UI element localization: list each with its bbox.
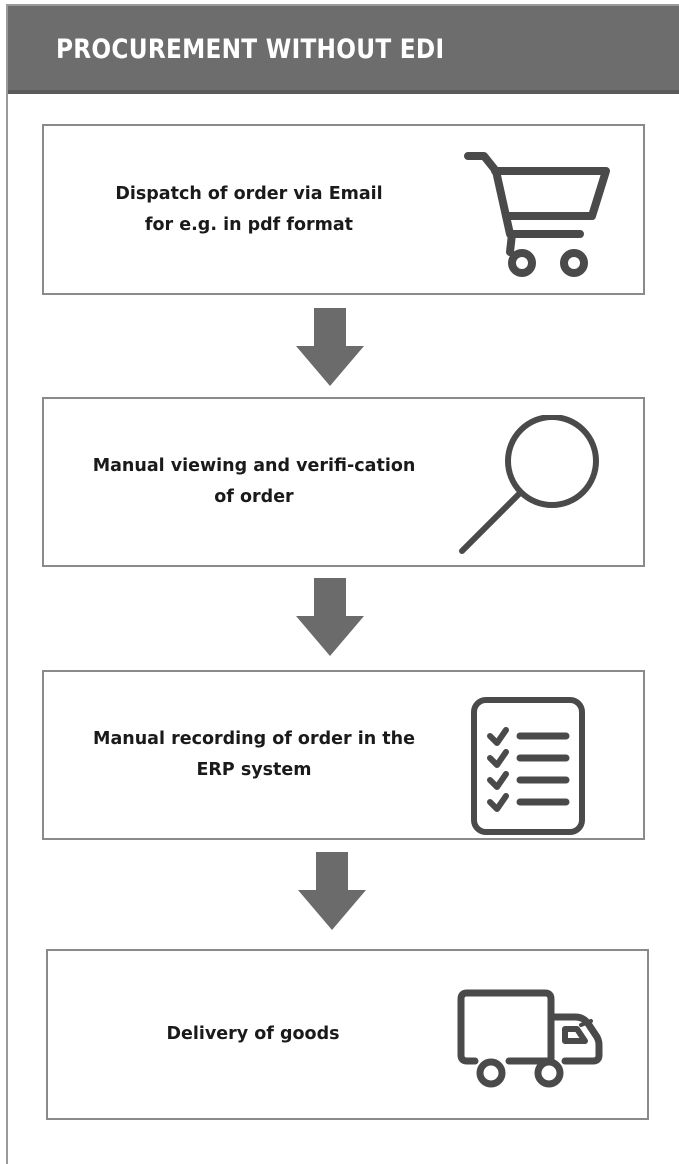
step-box-verification: Manual viewing and verifi-cation of orde… (42, 397, 645, 567)
flow-arrow-3 (298, 852, 366, 930)
step-label-verification: Manual viewing and verifi-cation of orde… (92, 456, 416, 507)
header-bar: PROCUREMENT WITHOUT EDI (8, 6, 679, 94)
step-box-delivery: Delivery of goods (46, 949, 649, 1120)
page-title: PROCUREMENT WITHOUT EDI (56, 34, 445, 65)
flow-arrow-2 (296, 578, 364, 656)
flow-arrow-1 (296, 308, 364, 386)
magnifier-icon (459, 415, 599, 554)
step-label-delivery: Delivery of goods (166, 1024, 340, 1044)
delivery-truck-icon (457, 989, 603, 1088)
step-label-dispatch: Dispatch of order via Email for e.g. in … (115, 183, 383, 235)
checklist-icon (471, 697, 585, 835)
shopping-cart-icon (464, 152, 610, 277)
step-box-dispatch: Dispatch of order via Email for e.g. in … (42, 124, 645, 295)
step-label-recording: Manual recording of order in the ERP sys… (93, 729, 415, 780)
step-box-recording: Manual recording of order in the ERP sys… (42, 670, 645, 840)
